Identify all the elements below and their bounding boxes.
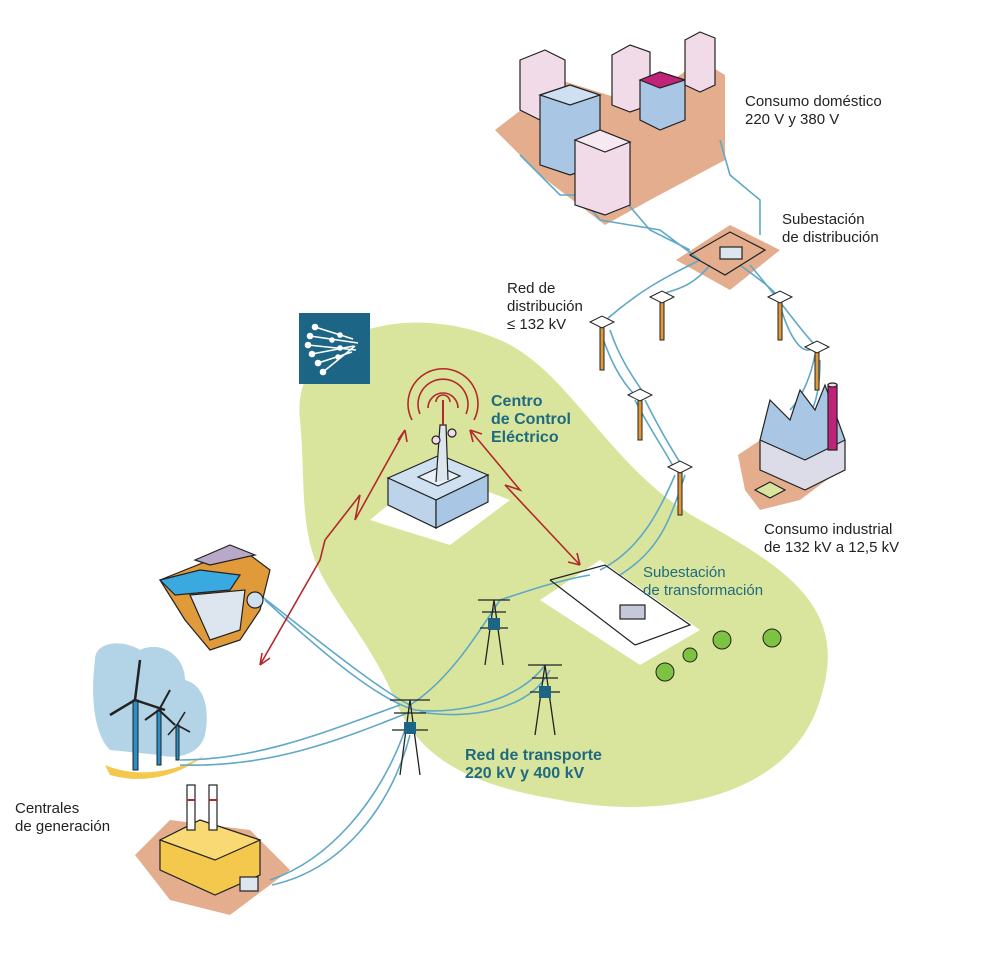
transmission-towers bbox=[390, 599, 562, 776]
radio-waves-icon bbox=[407, 367, 479, 421]
control-center-building bbox=[386, 400, 490, 529]
label-transport-line1: Red de transporte bbox=[465, 747, 602, 764]
label-control-center-line3: Eléctrico bbox=[491, 429, 559, 446]
label-transformation-substation: Subestación de transformación bbox=[643, 564, 763, 600]
distribution-substation bbox=[688, 231, 767, 276]
label-industrial-line1: Consumo industrial bbox=[764, 521, 893, 538]
label-transport-line2: 220 kV y 400 kV bbox=[465, 765, 585, 782]
transmission-tower bbox=[478, 599, 510, 666]
cloud-shape bbox=[93, 643, 207, 757]
label-distribution-network-line1: Red de bbox=[507, 280, 556, 297]
label-generation-line2: de generación bbox=[15, 818, 111, 835]
label-control-center-line1: Centro bbox=[491, 393, 543, 410]
label-industrial-line2: de 132 kV a 12,5 kV bbox=[764, 539, 900, 556]
network-logo-icon bbox=[299, 313, 370, 384]
label-transformation-line2: de transformación bbox=[643, 582, 764, 599]
transmission-tower bbox=[528, 664, 562, 736]
control-zone-area bbox=[299, 322, 828, 807]
label-generation-line1: Centrales bbox=[15, 800, 80, 817]
label-distribution-substation-line2: de distribución bbox=[782, 229, 879, 246]
label-domestic-line1: Consumo doméstico bbox=[745, 93, 882, 110]
label-control-center-line2: de Control bbox=[491, 411, 571, 428]
label-distribution-substation-line1: Subestación bbox=[782, 211, 865, 228]
domestic-buildings bbox=[519, 31, 716, 216]
label-transformation-line1: Subestación bbox=[643, 564, 726, 581]
wind-turbines bbox=[109, 659, 191, 771]
thermal-plant bbox=[158, 784, 262, 896]
hydro-dam bbox=[158, 544, 271, 651]
label-domestic-line2: 220 V y 380 V bbox=[745, 111, 840, 128]
signal-links bbox=[259, 429, 581, 666]
wind-ground-swoosh bbox=[105, 755, 205, 779]
transmission-tower bbox=[390, 699, 430, 776]
industrial-factory bbox=[753, 382, 846, 499]
transformation-substation bbox=[549, 564, 692, 646]
trees bbox=[655, 628, 782, 682]
distribution-poles bbox=[588, 290, 831, 516]
label-distribution-network-line2: distribución bbox=[507, 298, 583, 315]
label-distribution-network-line3: ≤ 132 kV bbox=[507, 316, 567, 333]
